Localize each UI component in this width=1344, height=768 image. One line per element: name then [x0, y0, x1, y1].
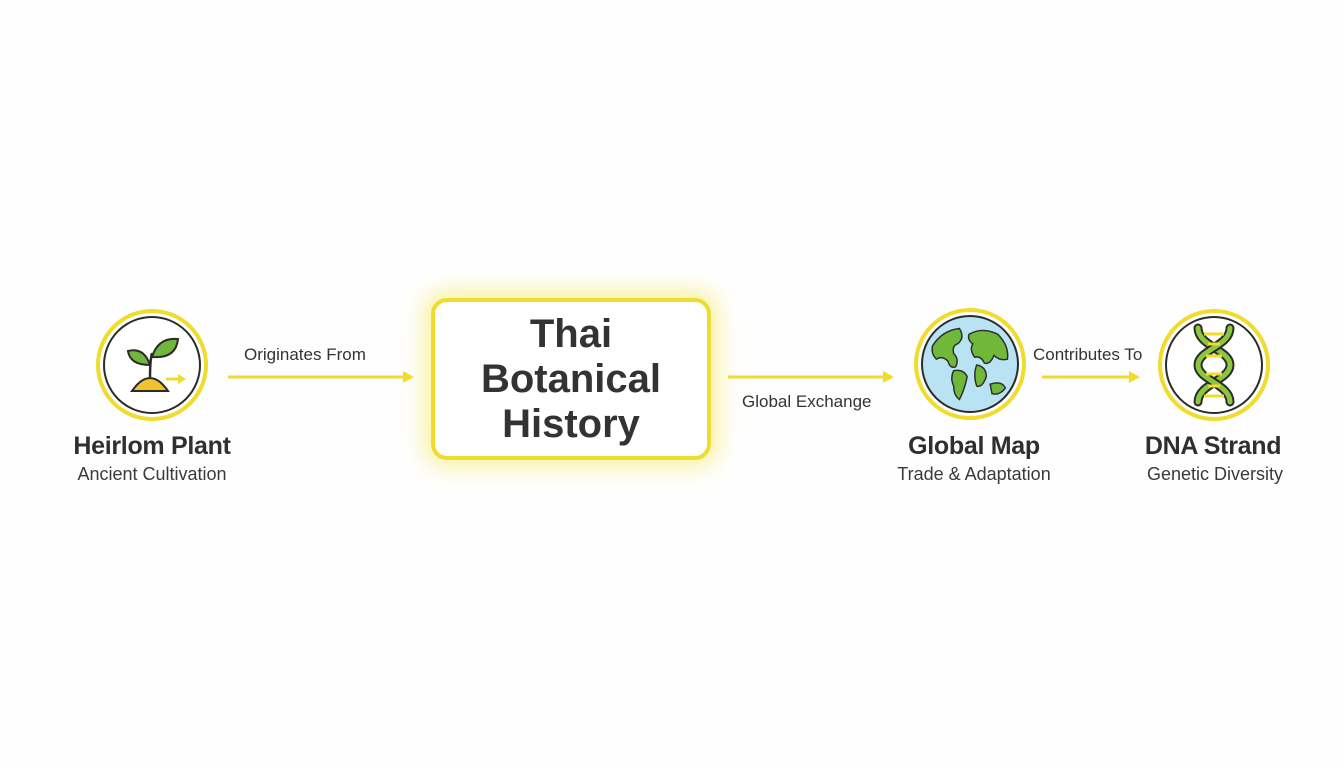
heirloom-plant-node[interactable]: [96, 309, 208, 421]
dna-strand-subtitle: Genetic Diversity: [1146, 464, 1284, 484]
edge-label-global-exchange: Global Exchange: [742, 392, 872, 411]
heirloom-plant-icon-frame: [103, 316, 201, 414]
globe-icon: [931, 327, 1009, 401]
arrowhead-contributes-to: [1129, 371, 1140, 383]
dna-icon: [1193, 323, 1235, 407]
edge-label-contributes-to: Contributes To: [1033, 345, 1143, 364]
dna-strand-icon-frame: [1165, 316, 1263, 414]
edge-label-originates-from: Originates From: [244, 345, 366, 364]
central-topic-box[interactable]: Thai Botanical History: [431, 298, 711, 460]
global-map-title: Global Map: [908, 432, 1040, 460]
arrowhead-global-exchange: [883, 371, 894, 383]
central-topic-title: Thai Botanical History: [480, 311, 662, 446]
heirloom-plant-title: Heirlom Plant: [73, 432, 231, 460]
heirloom-plant-subtitle: Ancient Cultivation: [77, 464, 227, 484]
dna-strand-title: DNA Strand: [1144, 432, 1282, 460]
seedling-icon: [126, 337, 186, 392]
global-map-node[interactable]: [914, 308, 1026, 420]
global-map-subtitle: Trade & Adaptation: [897, 464, 1051, 484]
dna-strand-node[interactable]: [1158, 309, 1270, 421]
arrowhead-originates-from: [403, 371, 414, 383]
global-map-icon-frame: [921, 315, 1019, 413]
